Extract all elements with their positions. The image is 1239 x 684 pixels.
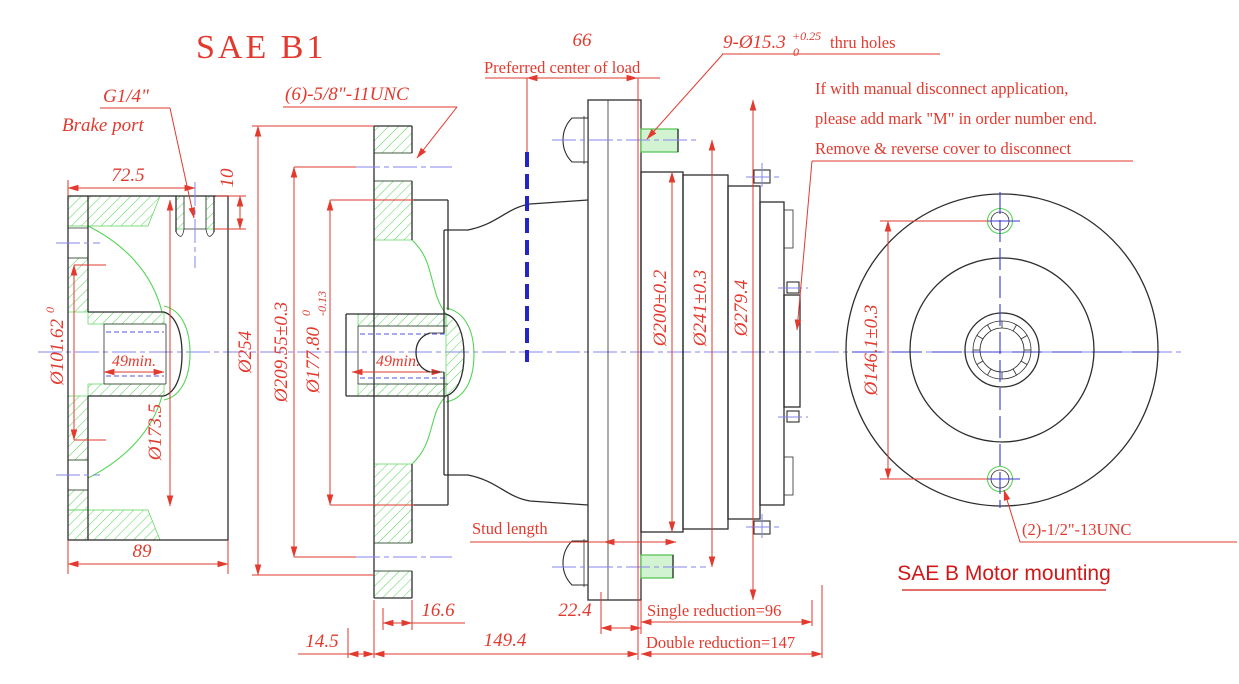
dim-89: 89 xyxy=(133,541,153,562)
double-reduction-label: Double reduction=147 xyxy=(646,633,795,652)
note-line-2: please add mark "M" in order number end. xyxy=(815,109,1097,128)
dim-10: 10 xyxy=(217,168,238,188)
dim-dia-177-80-sup: 0 xyxy=(299,310,313,316)
dim-dia-177-80: Ø177.80 xyxy=(303,327,324,394)
note-line-3: Remove & reverse cover to disconnect xyxy=(815,139,1072,158)
thru-holes-text: thru holes xyxy=(830,33,896,52)
spline-teeth xyxy=(973,321,1031,379)
note-line-1: If with manual disconnect application, xyxy=(815,79,1068,98)
thru-holes-sup: +0.25 xyxy=(792,29,821,43)
thru-holes-qty: 9-Ø15.3 xyxy=(723,32,786,53)
stud-length-label: Stud length xyxy=(472,519,548,538)
thru-holes-sub: 0 xyxy=(793,45,799,59)
dim-72-5: 72.5 xyxy=(111,165,144,186)
dim-dia-209-55: Ø209.55±0.3 xyxy=(271,302,292,403)
brake-port-thread-label: G1/4" xyxy=(103,86,150,107)
motor-mounting-front-view: Ø146.1±0.3 (2)-1/2"-13UNC SAE B Motor mo… xyxy=(845,192,1237,591)
brake-housing-section-view xyxy=(56,182,229,541)
main-motor-dimensions: 66 Preferred center of load 9-Ø15.3 +0.2… xyxy=(470,29,1133,660)
dim-dia-101-62-tolerance: 0 xyxy=(43,307,57,313)
single-reduction-label: Single reduction=96 xyxy=(647,601,781,620)
dim-16-6: 16.6 xyxy=(421,600,455,621)
dim-dia-146-1: Ø146.1±0.3 xyxy=(861,305,882,397)
dim-dia-177-80-sub: -0.13 xyxy=(315,291,329,316)
dim-22-4: 22.4 xyxy=(558,600,592,621)
dim-49min-mid: 49min. xyxy=(376,353,420,370)
dim-dia-173-5: Ø173.5 xyxy=(145,404,166,461)
input-flange-section-view xyxy=(345,125,475,599)
dim-49min-left: 49min. xyxy=(112,353,156,370)
preferred-center-of-load-label: Preferred center of load xyxy=(484,58,641,77)
dim-14-5: 14.5 xyxy=(305,631,338,652)
brake-port-label: Brake port xyxy=(62,115,145,136)
dim-149-4: 149.4 xyxy=(484,630,527,651)
dim-dia-241: Ø241±0.3 xyxy=(690,270,711,347)
dim-2-bolt-thread: (2)-1/2"-13UNC xyxy=(1022,520,1131,539)
input-flange-dimensions: (6)-5/8"-11UNC Ø254 Ø209.55±0.3 Ø177.80 … xyxy=(235,84,639,658)
dim-6-bolt-thread: (6)-5/8"-11UNC xyxy=(285,84,409,105)
dim-dia-200: Ø200±0.2 xyxy=(650,269,671,347)
dim-66: 66 xyxy=(573,30,593,51)
brake-housing-dimensions: 72.5 10 G1/4" Brake port Ø101.62 0 49min… xyxy=(43,86,246,574)
dim-dia-279-4: Ø279.4 xyxy=(731,279,752,337)
drawing-title: SAE B1 xyxy=(196,29,326,66)
dim-dia-101-62: Ø101.62 xyxy=(47,319,68,386)
dim-dia-254: Ø254 xyxy=(235,330,256,374)
motor-mounting-caption: SAE B Motor mounting xyxy=(897,562,1111,585)
